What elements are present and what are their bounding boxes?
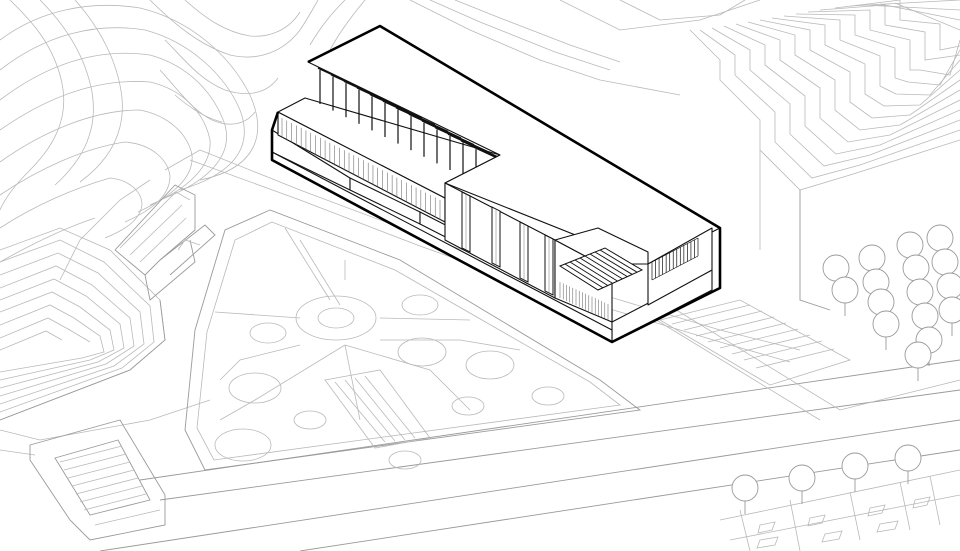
tree-canopy [938, 296, 960, 324]
louvre-slat [584, 255, 623, 280]
louvre-slat [579, 257, 618, 282]
curtain-wall [651, 237, 699, 281]
main-building [270, 24, 722, 344]
tree-canopy [902, 254, 930, 282]
small-buildings-left [114, 184, 216, 301]
terraced-steps-right [409, 0, 960, 311]
transom [651, 255, 699, 281]
tree-canopy [906, 278, 934, 306]
tree-canopy [872, 310, 900, 338]
perforated-screen [281, 118, 441, 220]
parking-stripes [658, 299, 852, 386]
tree-canopy [858, 244, 886, 272]
tree-canopy [788, 464, 816, 492]
terraced-steps-left [0, 227, 166, 421]
trees [731, 224, 960, 514]
louvre-slat [594, 251, 633, 275]
tree-canopy [926, 224, 954, 252]
louvre-slat [589, 253, 628, 278]
parking-lot [719, 469, 960, 551]
tree-canopy [931, 248, 959, 276]
perforated-screen-right [559, 282, 609, 320]
louvre-slat [574, 259, 613, 284]
tree-canopy [904, 341, 932, 369]
tree-canopy [936, 272, 960, 300]
park-plaza [184, 209, 642, 471]
tree-canopy [896, 231, 924, 259]
tree-canopy [894, 444, 922, 472]
tree-canopy [841, 452, 869, 480]
kiosk-building [29, 419, 166, 541]
transom [651, 237, 699, 263]
facade-fins [461, 191, 554, 296]
louvre-slat [599, 249, 638, 273]
tree-canopy [867, 288, 895, 316]
louvre-slat [564, 263, 604, 289]
tree-canopy [911, 302, 939, 330]
louvred-canopy [558, 247, 644, 291]
tree-canopy [831, 276, 859, 304]
pergola [317, 67, 527, 184]
louvre-slat [569, 261, 609, 286]
tree-canopy [731, 474, 759, 502]
terrain-contours-left [0, 0, 366, 263]
